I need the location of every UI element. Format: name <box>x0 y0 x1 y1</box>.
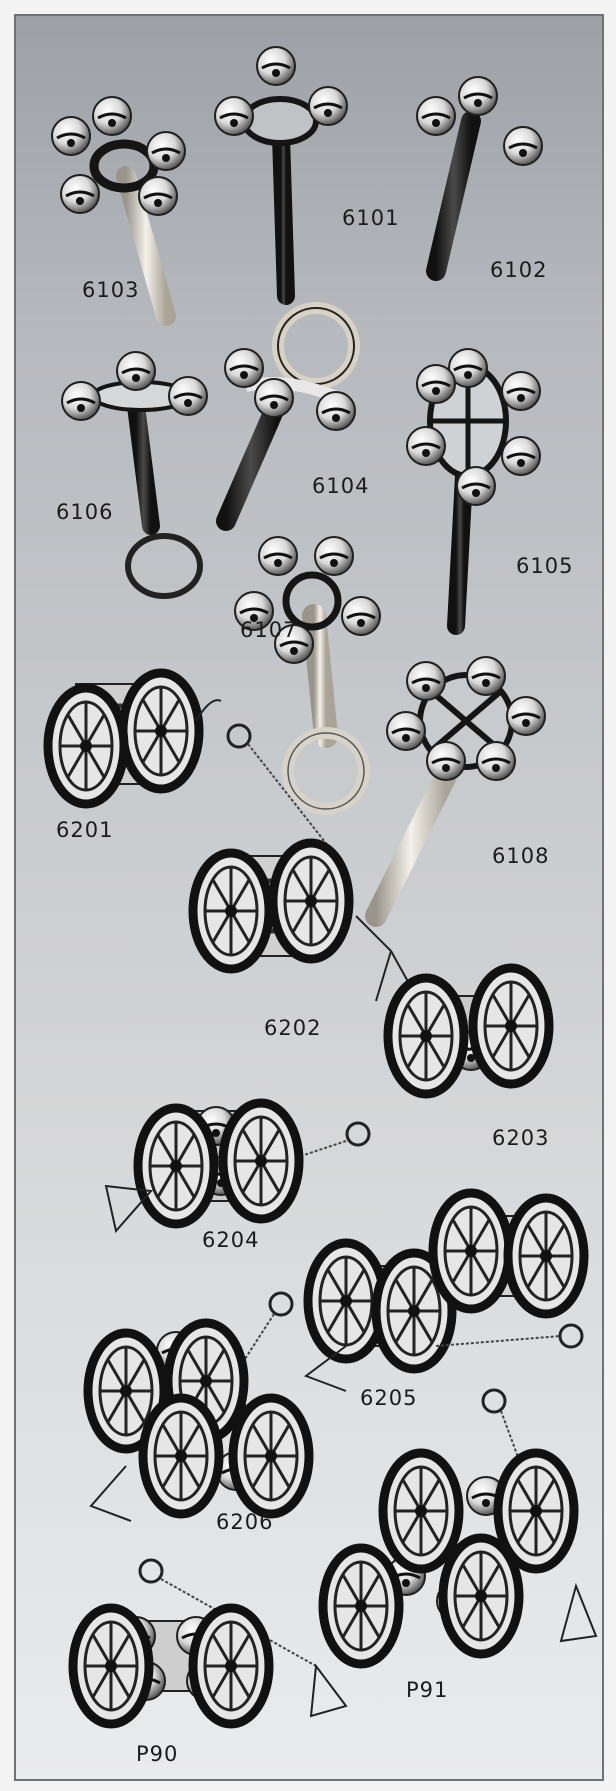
item-code-6108: 6108 <box>492 844 550 868</box>
item-code-P90: P90 <box>136 1742 179 1766</box>
rattle-6105-illustration <box>405 347 542 635</box>
item-code-6202: 6202 <box>264 1016 322 1040</box>
rattle-6104-illustration <box>216 302 360 531</box>
item-code-6105: 6105 <box>516 554 574 578</box>
item-code-6107: 6107 <box>240 618 298 642</box>
spool-6206-illustration <box>88 1291 309 1522</box>
item-code-6104: 6104 <box>312 474 370 498</box>
rattle-6107-illustration <box>233 535 382 815</box>
item-code-6101: 6101 <box>342 206 400 230</box>
rattle-6108-illustration <box>365 655 547 927</box>
item-code-6205: 6205 <box>360 1386 418 1410</box>
product-illustrations <box>16 45 598 1781</box>
rattle-6102-illustration <box>415 75 544 281</box>
item-code-6103: 6103 <box>82 278 140 302</box>
item-code-P91: P91 <box>406 1678 449 1702</box>
rattle-6106-illustration <box>60 350 209 599</box>
spool-6205-illustration <box>306 1193 584 1392</box>
rattle-6103-illustration <box>50 95 187 326</box>
item-code-6203: 6203 <box>492 1126 550 1150</box>
spool-6203-illustration <box>388 968 549 1094</box>
spool-6202-illustration <box>193 723 417 1002</box>
catalog-plate: 6103 6101 6102 6106 6104 6105 6107 6108 … <box>14 14 604 1781</box>
spool-P91-illustration <box>323 1388 598 1664</box>
rattle-6101-illustration <box>213 45 349 305</box>
item-code-6106: 6106 <box>56 500 114 524</box>
item-code-6206: 6206 <box>216 1510 274 1534</box>
spool-6201-illustration <box>48 673 222 804</box>
item-code-6204: 6204 <box>202 1228 260 1252</box>
spool-P90-illustration <box>73 1558 348 1724</box>
item-code-6102: 6102 <box>490 258 548 282</box>
spool-6204-illustration <box>104 1103 371 1234</box>
item-code-6201: 6201 <box>56 818 114 842</box>
